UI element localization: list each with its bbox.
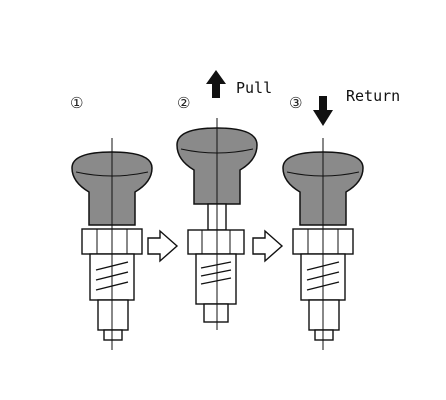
pull-label: Pull [236, 79, 272, 97]
return-label: Return [346, 87, 400, 105]
step-2: ② Pull [176, 70, 272, 330]
step-1: ① [70, 94, 153, 350]
step-2-marker: ② [177, 94, 190, 112]
arrow-right-outline-icon [252, 229, 284, 263]
arrow-down-icon [313, 96, 333, 126]
step-3-marker: ③ [289, 94, 302, 112]
arrow-right-outline-icon [147, 229, 179, 263]
step-3: ③ Return [282, 87, 400, 350]
plunger-2-nut [187, 229, 245, 255]
arrow-up-icon [206, 70, 226, 98]
plunger-2-body [195, 253, 237, 323]
step-1-marker: ① [70, 94, 83, 112]
